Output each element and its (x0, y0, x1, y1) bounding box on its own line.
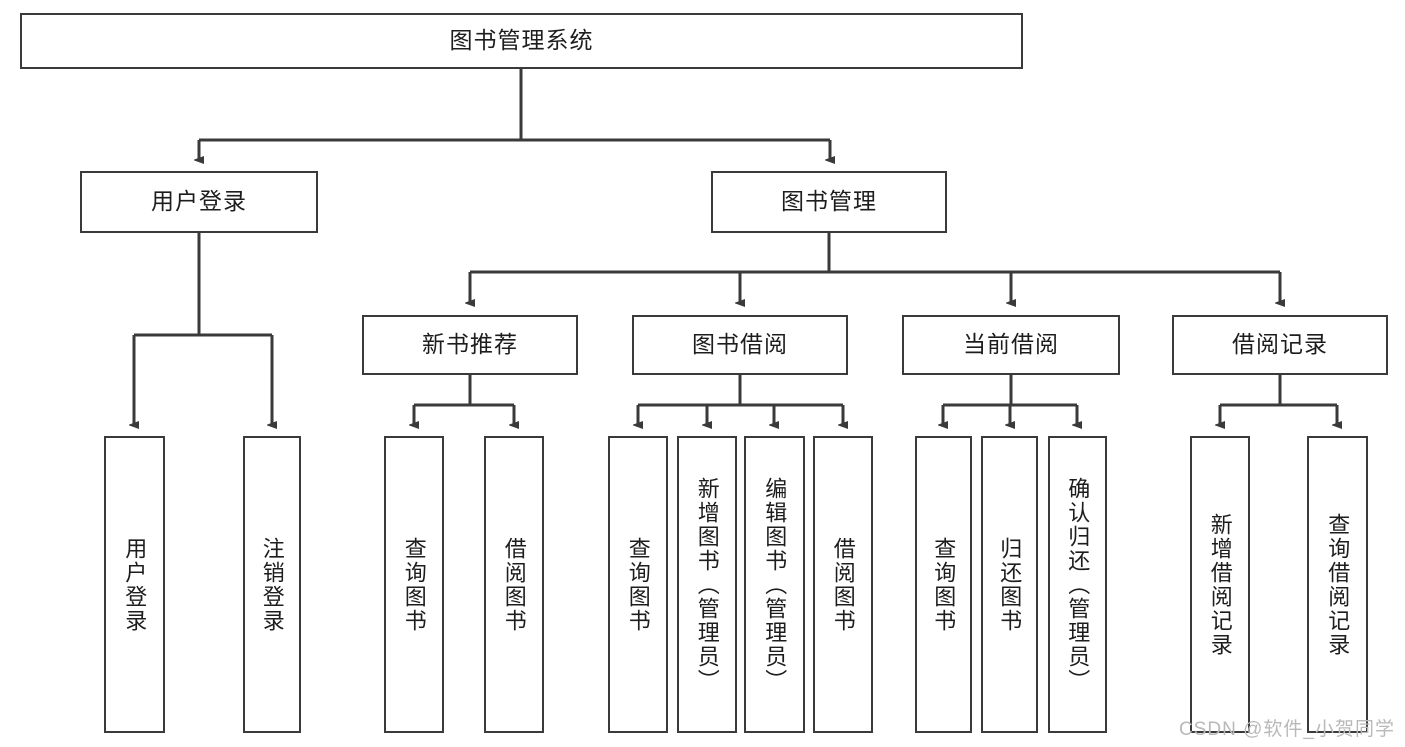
leaf-node[interactable]: 查询借阅记录 (1307, 436, 1368, 733)
node-user-login-label: 用户登录 (151, 188, 247, 215)
leaf-node[interactable]: 借阅图书 (484, 436, 544, 733)
leaf-label: 确认归还（管理员） (1065, 476, 1091, 693)
leaf-node[interactable]: 编辑图书（管理员） (744, 436, 805, 733)
leaf-node[interactable]: 确认归还（管理员） (1048, 436, 1107, 733)
node-borrow-record[interactable]: 借阅记录 (1172, 315, 1388, 375)
leaf-label: 用户登录 (122, 536, 148, 633)
leaf-label: 编辑图书（管理员） (762, 476, 788, 693)
node-book-borrow-label: 图书借阅 (692, 331, 788, 358)
leaf-label: 新增借阅记录 (1207, 512, 1233, 657)
leaf-label: 归还图书 (997, 536, 1023, 633)
leaf-node[interactable]: 查询图书 (915, 436, 972, 733)
leaf-label: 查询图书 (401, 536, 427, 633)
leaf-label: 查询图书 (931, 536, 957, 633)
leaf-node[interactable]: 查询图书 (608, 436, 668, 733)
node-book-management-label: 图书管理 (781, 188, 877, 215)
leaf-label: 借阅图书 (501, 536, 527, 633)
leaf-node[interactable]: 新增借阅记录 (1190, 436, 1250, 733)
leaf-node[interactable]: 归还图书 (981, 436, 1038, 733)
leaf-node[interactable]: 查询图书 (384, 436, 444, 733)
node-user-login[interactable]: 用户登录 (80, 171, 318, 233)
node-book-borrow[interactable]: 图书借阅 (632, 315, 848, 375)
node-book-management[interactable]: 图书管理 (711, 171, 947, 233)
node-borrow-record-label: 借阅记录 (1232, 331, 1328, 358)
leaf-label: 查询图书 (625, 536, 651, 633)
node-new-book-recommend-label: 新书推荐 (422, 331, 518, 358)
node-current-borrow-label: 当前借阅 (963, 331, 1059, 358)
node-current-borrow[interactable]: 当前借阅 (902, 315, 1120, 375)
leaf-label: 借阅图书 (830, 536, 856, 633)
leaf-label: 查询借阅记录 (1325, 512, 1351, 657)
leaf-node[interactable]: 用户登录 (104, 436, 165, 733)
node-root-label: 图书管理系统 (449, 27, 594, 54)
leaf-node[interactable]: 借阅图书 (813, 436, 873, 733)
node-new-book-recommend[interactable]: 新书推荐 (362, 315, 578, 375)
watermark: CSDN @软件_小贺同学 (1179, 719, 1395, 740)
node-root[interactable]: 图书管理系统 (20, 13, 1023, 69)
leaf-node[interactable]: 新增图书（管理员） (677, 436, 737, 733)
leaf-label: 新增图书（管理员） (694, 476, 720, 693)
leaf-node[interactable]: 注销登录 (243, 436, 301, 733)
leaf-label: 注销登录 (259, 536, 285, 633)
